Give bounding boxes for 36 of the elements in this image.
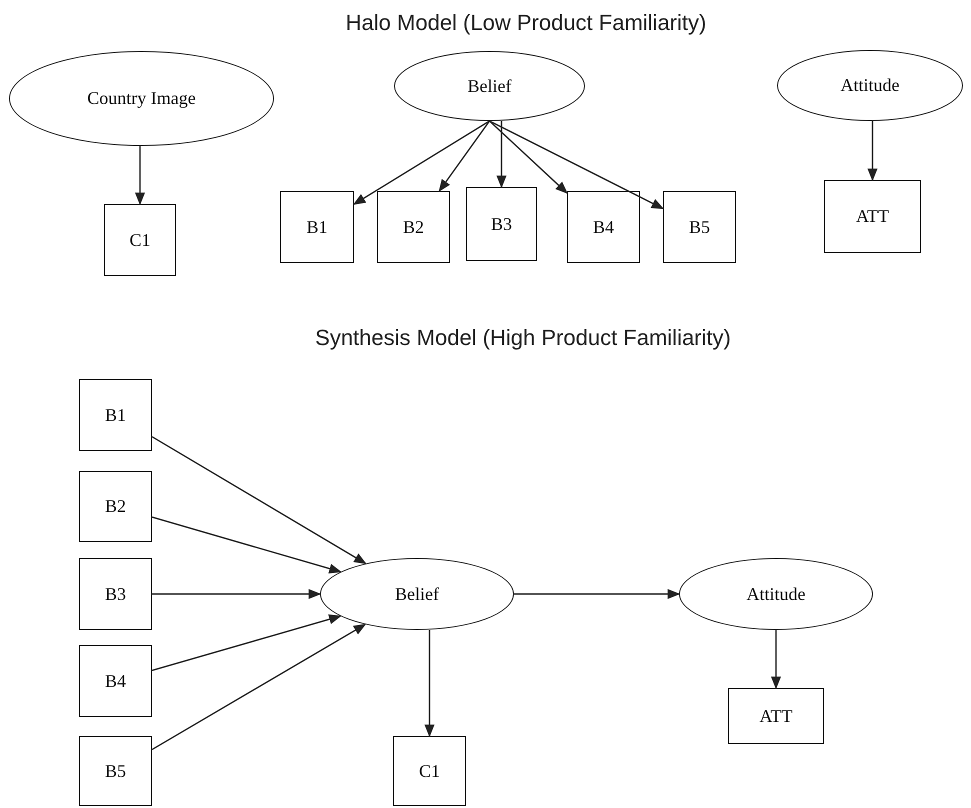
section-heading: Synthesis Model (High Product Familiarity) <box>315 325 731 351</box>
indicator-box: C1 <box>104 204 176 276</box>
indicator-box: ATT <box>824 180 921 253</box>
latent-variable-ellipse: Attitude <box>777 50 963 121</box>
indicator-box: B3 <box>79 558 152 630</box>
arrow <box>352 120 490 205</box>
indicator-box: B5 <box>79 736 152 806</box>
indicator-box: B5 <box>663 191 736 263</box>
indicator-box: B1 <box>280 191 354 263</box>
indicator-box: B3 <box>466 187 537 261</box>
indicator-box: B4 <box>567 191 640 263</box>
indicator-box: C1 <box>393 736 466 806</box>
diagram-title: Halo Model (Low Product Familiarity) <box>346 10 706 36</box>
arrow <box>489 120 664 210</box>
arrow <box>424 630 435 738</box>
latent-variable-ellipse: Belief <box>394 51 585 121</box>
arrow <box>152 588 322 600</box>
arrow <box>496 121 507 188</box>
arrow <box>514 588 680 600</box>
latent-variable-ellipse: Attitude <box>679 558 873 630</box>
indicator-box: ATT <box>728 688 824 744</box>
arrow <box>134 146 146 206</box>
arrow <box>152 436 367 564</box>
latent-variable-ellipse: Belief <box>320 558 514 630</box>
arrow <box>152 624 366 750</box>
arrow <box>438 120 490 192</box>
indicator-box: B1 <box>79 379 152 451</box>
indicator-box: B2 <box>79 471 152 542</box>
indicator-box: B4 <box>79 645 152 717</box>
arrow <box>152 516 342 574</box>
indicator-box: B2 <box>377 191 450 263</box>
arrow <box>489 120 568 194</box>
latent-variable-ellipse: Country Image <box>9 51 274 146</box>
arrow <box>867 121 878 182</box>
arrow <box>152 614 342 672</box>
arrow <box>770 630 782 690</box>
